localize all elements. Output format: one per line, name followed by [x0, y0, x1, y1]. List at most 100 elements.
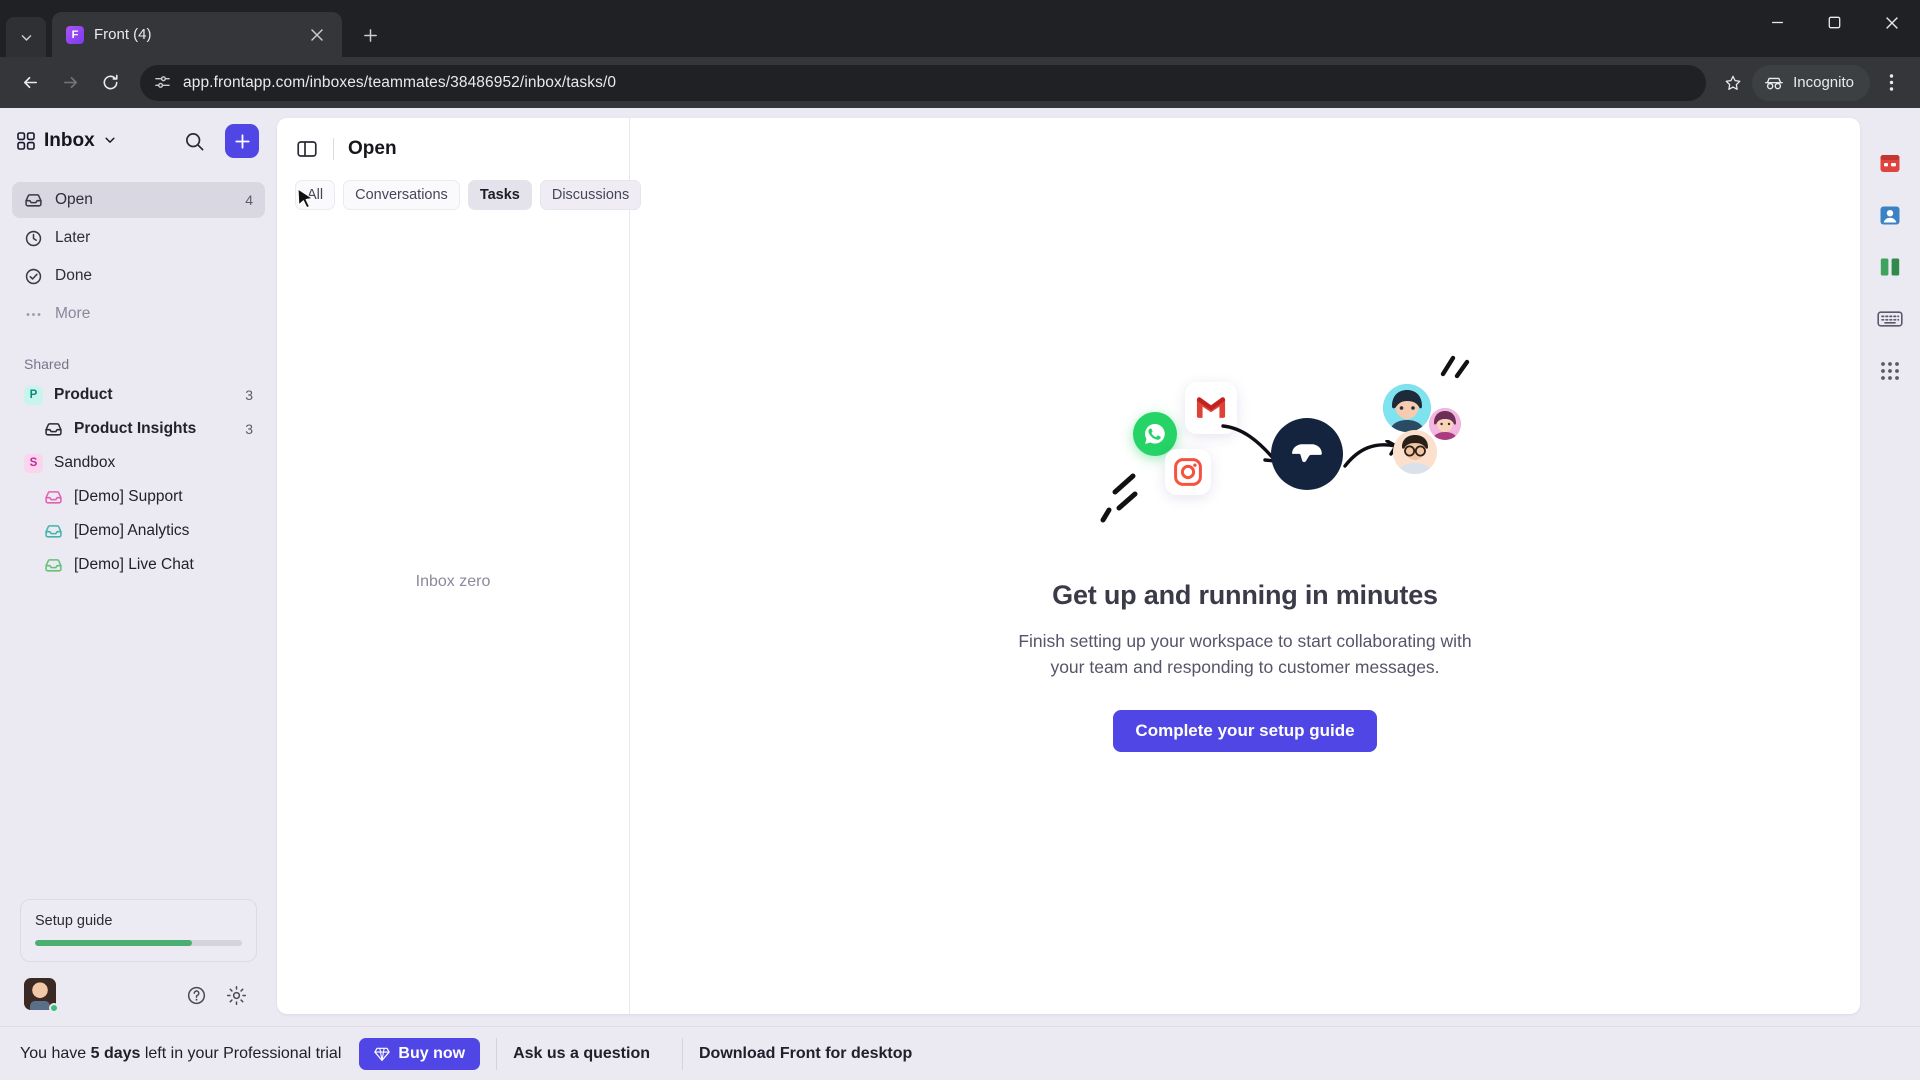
inbox-icon [44, 488, 63, 507]
inbox-label: [Demo] Support [74, 488, 183, 505]
inbox-count: 3 [245, 421, 253, 437]
sidebar-footer [20, 962, 257, 1013]
chevron-down-icon[interactable] [104, 134, 116, 149]
ask-question-link[interactable]: Ask us a question [496, 1037, 666, 1070]
download-desktop-link[interactable]: Download Front for desktop [681, 1037, 928, 1070]
sidebar-team-sandbox[interactable]: S Sandbox [0, 446, 277, 480]
online-status-dot [49, 1003, 59, 1013]
setup-guide-label: Setup guide [35, 913, 113, 929]
list-header: Open [277, 118, 629, 180]
team-label: Sandbox [54, 454, 116, 471]
avatar[interactable] [24, 978, 59, 1013]
team-badge: S [24, 453, 43, 473]
tab-all[interactable]: All [295, 180, 336, 210]
sidebar-title: Inbox [44, 130, 95, 151]
site-settings-icon[interactable] [154, 74, 171, 91]
search-icon[interactable] [179, 126, 209, 156]
empty-state-body: Finish setting up your workspace to star… [1018, 630, 1472, 677]
maximize-button[interactable] [1806, 0, 1863, 45]
list-empty-state: Inbox zero [277, 210, 629, 1014]
close-icon [311, 28, 323, 41]
new-tab-button[interactable] [352, 17, 388, 53]
help-circle-icon[interactable] [179, 978, 213, 1012]
incognito-indicator[interactable]: Incognito [1752, 64, 1870, 101]
knowledge-base-icon[interactable] [1873, 252, 1907, 282]
sidebar-inbox-demo-support[interactable]: [Demo] Support [0, 480, 277, 514]
sidebar-header: Inbox [0, 108, 277, 174]
gear-icon[interactable] [219, 978, 253, 1012]
ellipsis-icon [24, 305, 43, 324]
tab-close-button[interactable] [304, 22, 330, 48]
sidebar-item-open[interactable]: Open 4 [12, 182, 265, 218]
sidebar-team-product[interactable]: P Product 3 [0, 378, 277, 412]
bookmark-button[interactable] [1718, 68, 1748, 98]
trial-text-suffix: left in your Professional trial [140, 1044, 342, 1062]
browser-tab[interactable]: F Front (4) [52, 12, 342, 57]
sidebar-inbox-product-insights[interactable]: Product Insights 3 [0, 412, 277, 446]
sidebar-item-later[interactable]: Later [12, 220, 265, 256]
trial-banner: You have 5 days left in your Professiona… [0, 1026, 1920, 1080]
tab-tasks[interactable]: Tasks [467, 180, 532, 210]
sidebar-inbox-demo-analytics[interactable]: [Demo] Analytics [0, 514, 277, 548]
inbox-icon [44, 522, 63, 541]
incognito-icon [1765, 77, 1783, 89]
apps-grid-icon[interactable] [16, 131, 36, 151]
chevron-down-icon [21, 34, 31, 41]
star-icon [1725, 75, 1741, 90]
compose-button[interactable] [225, 124, 259, 158]
window-close-button[interactable] [1863, 0, 1920, 45]
panel-toggle-icon[interactable] [295, 137, 319, 161]
contacts-icon[interactable] [1873, 200, 1907, 230]
setup-guide-card[interactable]: Setup guide [20, 899, 257, 962]
browser-toolbar: app.frontapp.com/inboxes/teammates/38486… [0, 57, 1920, 108]
tab-favicon: F [66, 25, 84, 44]
close-icon [1885, 16, 1898, 29]
onboarding-empty-state: Get up and running in minutes Finish set… [925, 354, 1565, 753]
address-bar[interactable]: app.frontapp.com/inboxes/teammates/38486… [140, 64, 1707, 101]
complete-setup-guide-button[interactable]: Complete your setup guide [1113, 710, 1377, 753]
teammate-avatars [1367, 372, 1487, 502]
sidebar-item-count: 4 [245, 192, 253, 208]
inbox-icon [24, 191, 43, 210]
keyboard-icon[interactable] [1873, 304, 1907, 334]
empty-state-title: Get up and running in minutes [1052, 579, 1438, 610]
sidebar-section-shared: Shared [24, 356, 70, 372]
sidebar-item-label: More [55, 305, 91, 322]
team-count: 3 [245, 387, 253, 403]
sparkle-lines-icon [1100, 473, 1138, 523]
incognito-label: Incognito [1793, 74, 1854, 91]
back-button[interactable] [12, 65, 48, 101]
clock-icon [24, 229, 43, 248]
detail-column: Get up and running in minutes Finish set… [630, 118, 1860, 1014]
onboarding-illustration [1025, 354, 1470, 544]
conversation-list-column: Open All Conversations Tasks Discussions… [277, 118, 642, 1014]
apps-grid-icon[interactable] [1873, 356, 1907, 386]
forward-button[interactable] [52, 65, 88, 101]
sidebar-item-done[interactable]: Done [12, 258, 265, 294]
buy-now-label: Buy now [398, 1044, 466, 1062]
instagram-icon [1165, 448, 1211, 495]
sidebar-item-more[interactable]: More [12, 296, 265, 332]
minimize-button[interactable] [1749, 0, 1806, 45]
reload-button[interactable] [92, 65, 128, 101]
buy-now-button[interactable]: Buy now [359, 1037, 481, 1070]
sidebar-nav: Open 4 Later [0, 174, 277, 334]
filter-tabs: All Conversations Tasks Discussions [277, 180, 642, 210]
tab-discussions[interactable]: Discussions [539, 180, 642, 210]
sidebar-item-label: Later [55, 229, 91, 246]
team-badge: P [24, 385, 43, 405]
inbox-label: [Demo] Live Chat [74, 556, 194, 573]
inbox-zero-text: Inbox zero [415, 573, 491, 590]
divider [333, 138, 334, 160]
team-label: Product [54, 386, 113, 403]
calendar-icon[interactable] [1873, 148, 1907, 178]
arrow-right-icon [63, 76, 77, 89]
inbox-icon [44, 556, 63, 575]
inbox-label: [Demo] Analytics [74, 522, 190, 539]
page-title: Open [348, 138, 397, 159]
browser-menu-button[interactable] [1874, 65, 1908, 101]
sidebar-inbox-demo-live-chat[interactable]: [Demo] Live Chat [0, 548, 277, 582]
tab-search-button[interactable] [6, 17, 46, 57]
tab-conversations[interactable]: Conversations [343, 180, 460, 210]
arrow-left-icon [23, 76, 37, 89]
